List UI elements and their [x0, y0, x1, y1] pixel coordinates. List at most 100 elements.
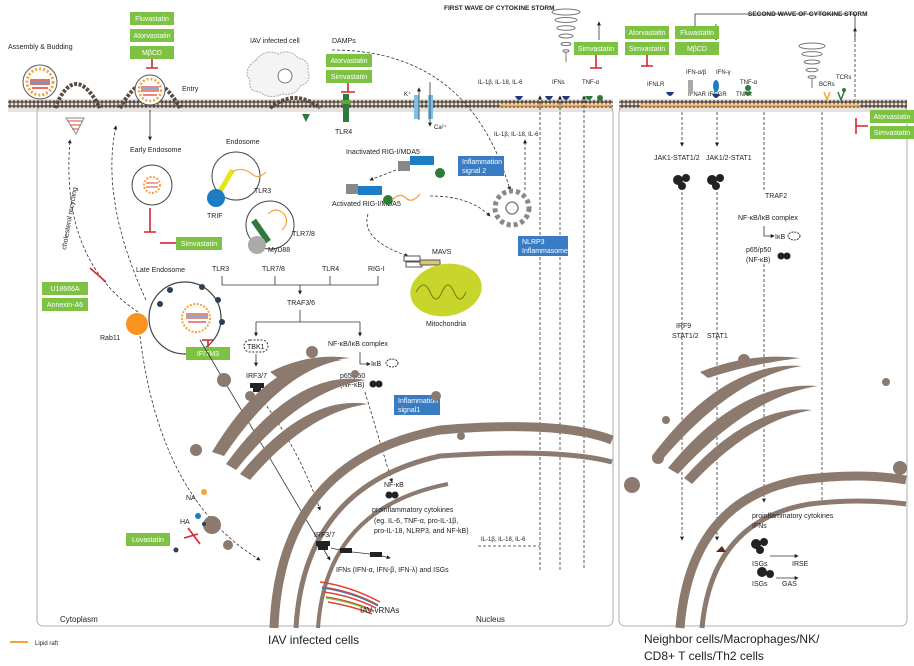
tnfa-right-label: TNF-α	[740, 80, 758, 86]
myd88-label: MyD88	[268, 247, 290, 254]
irf37-nuc-icon	[316, 541, 382, 557]
pathway-rigi: RIG-I	[368, 266, 385, 273]
ikb-ghost-icon	[385, 358, 399, 368]
tbk1-label: TBK1	[247, 344, 265, 351]
inhibit-tlr4	[341, 83, 355, 93]
late-endosome	[148, 281, 225, 355]
irf37-dimer-icon	[250, 383, 264, 392]
k-channel	[414, 87, 421, 120]
proinfl-eg2: pro-IL-18, NLRP3, and NF-kB)	[374, 528, 469, 535]
inflammation-signal-2: Inflammation signal 2	[458, 156, 504, 176]
legend-label: Lipid raft	[35, 641, 58, 647]
svg-text:Atorvastatin: Atorvastatin	[874, 114, 911, 121]
cytoplasm-label: Cytoplasm	[60, 615, 98, 624]
ca-ion-label: Ca²⁺	[434, 124, 447, 131]
nucleus-nfkb-label: NF-κB	[384, 482, 404, 489]
traf2-label: TRAF2	[765, 193, 787, 200]
activated-rig-label: Activated RIG-I/MDA5	[332, 201, 401, 208]
right-ifns-label: IFNs	[752, 523, 767, 530]
inactivated-rig-icon	[398, 156, 445, 178]
right-cells-l2: CD8+ T cells/Th2 cells	[644, 649, 764, 663]
inhibit-tnf	[590, 55, 602, 69]
early-endosome	[131, 164, 173, 206]
svg-text:Annexin-A6: Annexin-A6	[47, 302, 83, 309]
right-proinfl-label: proinflammatory cytokines	[752, 513, 834, 520]
wave-connector	[694, 13, 856, 32]
inactivated-rig-label: Inactivated RIG-I/MDA5	[346, 149, 420, 156]
irf9-label: IRF9	[676, 323, 691, 330]
drug-box-fluvastatin-r: Fluvastatin	[675, 26, 719, 39]
tlr4-receptor	[341, 94, 351, 122]
golgi-apparatus	[190, 346, 368, 480]
svg-text:signal 2: signal 2	[462, 168, 486, 175]
irf37-label: IRF3/7	[246, 373, 267, 380]
nucleus-label: Nucleus	[476, 615, 505, 624]
inflammasome-icon	[492, 188, 532, 228]
tlr78-endo-label: TLR7/8	[292, 231, 315, 238]
drug-box-mbcd: MβCD	[130, 46, 174, 59]
svg-text:Simvastatin: Simvastatin	[331, 74, 367, 81]
drug-box-atorvastatin-far: Atorvastatin	[870, 110, 914, 123]
inflammation-signal-1: Inflammation signal1	[394, 395, 440, 415]
budding-swirl	[65, 117, 85, 136]
svg-text:Simvastatin: Simvastatin	[874, 130, 910, 137]
assembly-budding-label: Assembly & Budding	[8, 44, 73, 51]
drug-box-simvastatin-far: Simvastatin	[870, 126, 914, 139]
golgi-vesicles	[203, 391, 465, 550]
svg-text:Inflammasome: Inflammasome	[522, 248, 568, 255]
mavs-label: MAVS	[432, 249, 452, 256]
right-receptors	[666, 80, 846, 103]
na-label: NA	[186, 495, 196, 502]
il-top-label: IL-1β, IL-18, IL-6	[478, 80, 523, 86]
vrna-strands	[319, 581, 381, 615]
il-lower-label: IL-1β, IL-18, IL-6	[481, 537, 526, 543]
rab11-label: Rab11	[100, 335, 120, 342]
ifnar-label: IFNAR	[688, 92, 707, 98]
stat1-label: STAT1	[707, 333, 728, 340]
pathway-tlr4: TLR4	[322, 266, 339, 273]
nfkb-complex-label: NF-κB/IκB complex	[328, 341, 388, 348]
nlrp3-box: NLRP3 Inflammasome	[518, 236, 568, 256]
drug-box-simvastatin-3: Simvastatin	[574, 42, 618, 55]
svg-text:Fluvastatin: Fluvastatin	[680, 30, 714, 37]
tlr3-endo-label: TLR3	[254, 188, 271, 195]
activated-rig-icon	[346, 184, 421, 205]
svg-text:MβCD: MβCD	[142, 50, 162, 57]
jak-stat-icons	[673, 174, 724, 190]
ha-label: HA	[180, 519, 190, 526]
inhibit-early-endosome	[144, 208, 156, 233]
pathway-tlr78: TLR7/8	[262, 266, 285, 273]
drug-box-annexin: Annexin-A6	[42, 298, 88, 311]
ifnab-label: IFN-α/β	[686, 70, 707, 76]
traf36-label: TRAF3/6	[287, 300, 315, 307]
right-nfkb-complex: NF-κB/IκB complex	[738, 215, 798, 222]
svg-text:Atorvastatin: Atorvastatin	[629, 30, 666, 37]
ifng-label: IFN-γ	[716, 70, 731, 76]
tcrs-label: TCRs	[836, 75, 851, 81]
right-isg-icons	[716, 538, 774, 578]
entry-label: Entry	[182, 86, 199, 93]
ifns-top-label: IFNs	[552, 80, 565, 86]
svg-text:Atorvastatin: Atorvastatin	[134, 33, 171, 40]
il-mid-label: IL-1β, IL-18, IL-6	[494, 132, 539, 138]
iav-infected-cell-label: IAV infected cell	[250, 38, 300, 45]
nucleus-nfkb-icon	[385, 491, 399, 499]
early-endosome-label: Early Endosome	[130, 147, 181, 154]
tnfa-top-label: TNF-α	[582, 80, 600, 86]
left-cells-label: IAV infected cells	[268, 633, 359, 647]
gas-label: GAS	[782, 581, 797, 588]
infected-cell-icon	[246, 51, 310, 98]
ikb-label: IκB	[371, 361, 381, 368]
inhibit-entry	[146, 59, 158, 69]
ifns-isgs-label: IFNs (IFN-α, IFN-β, IFN-λ) and ISGs	[336, 567, 449, 574]
cytokine-receptors	[515, 95, 603, 101]
irf37-nuc-label: IRF3/7	[314, 532, 335, 539]
isgs1-label: ISGs	[752, 561, 768, 568]
endosome-label: Endosome	[226, 139, 260, 146]
right-ikb: IκB	[775, 234, 785, 241]
first-wave-label: FIRST WAVE OF CYTOKINE STORM	[444, 5, 555, 12]
ca-channel	[428, 82, 433, 127]
svg-text:Simvastatin: Simvastatin	[578, 46, 614, 53]
budding-cup	[53, 82, 102, 109]
nucleus-envelope	[269, 422, 614, 629]
